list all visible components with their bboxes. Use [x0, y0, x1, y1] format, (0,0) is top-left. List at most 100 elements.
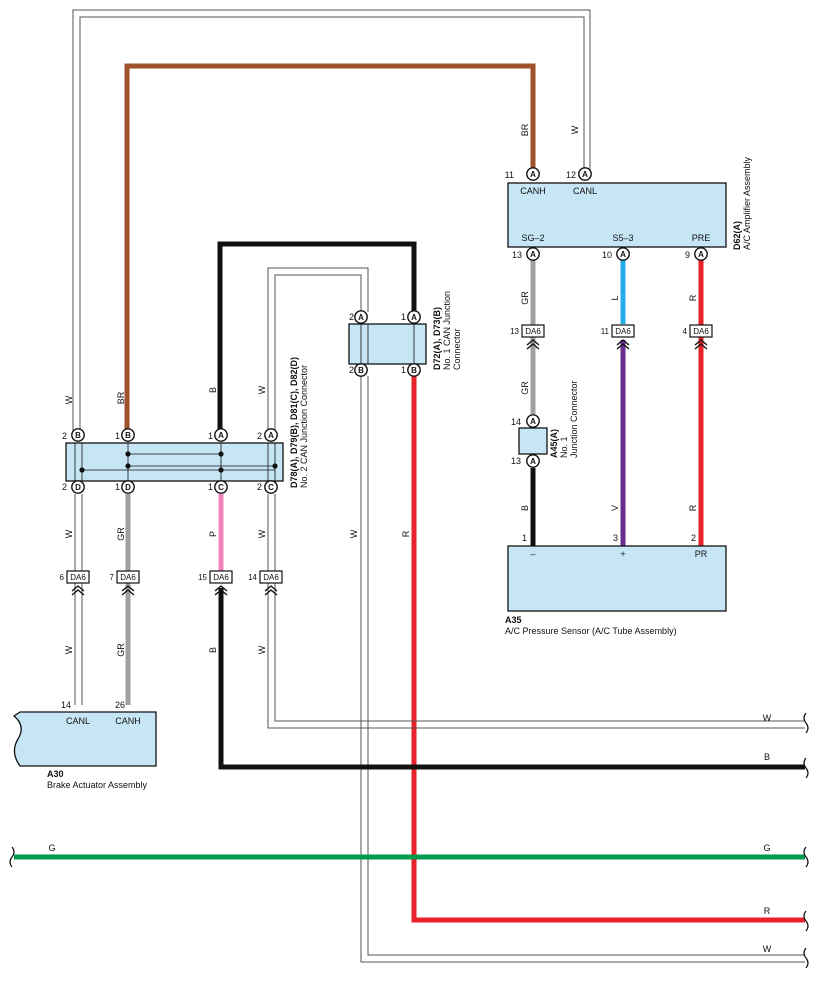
d62-sg2-label: SG–2: [521, 233, 544, 243]
wire-label-r-upper: R: [688, 294, 698, 301]
wire-label-p: P: [208, 531, 218, 537]
d62-pin-10-letter: A: [620, 250, 626, 259]
d78-pin-2d: D: [71, 480, 85, 494]
wire-label-w-mid: W: [257, 385, 267, 394]
d62-pin-11: A: [526, 167, 540, 181]
a35-name: A/C Pressure Sensor (A/C Tube Assembly): [505, 626, 677, 636]
d62-s53-label: S5–3: [612, 233, 633, 243]
d78-pin-1d-letter: D: [125, 483, 131, 492]
d72-pin-1a-letter: A: [411, 313, 417, 322]
d78-top-number-1-b: 1: [115, 431, 120, 441]
d62-box: [507, 182, 727, 248]
da6-11-label: DA6: [615, 327, 631, 336]
d78-pin-2b-letter: B: [75, 431, 81, 440]
wire-w-left: [74, 494, 83, 705]
wire-br: [124, 63, 536, 432]
a35-pin-number-3: 3: [613, 533, 618, 543]
da6-6-chevron-icon: [71, 585, 85, 592]
wire-label-w-mid-low: W: [257, 645, 267, 654]
wire-r-bottom: [411, 376, 805, 923]
wire-label-b-low: B: [208, 647, 218, 653]
wire-label-b-mid: B: [208, 387, 218, 393]
wire-label-l: L: [610, 295, 620, 300]
d72-id: D72(A), D73(B): [432, 307, 442, 370]
d72-pin-2a-letter: A: [358, 313, 364, 322]
d62-pin-number-9: 9: [685, 250, 690, 260]
a30-name: Brake Actuator Assembly: [47, 780, 148, 790]
a45-pin-13-letter: A: [530, 457, 536, 466]
a30-canl-label: CANL: [66, 716, 90, 726]
wire-label-w-end-upper: W: [763, 713, 772, 723]
d62-pin-9: A: [694, 247, 708, 261]
d78-pin-1c-letter: C: [218, 483, 224, 492]
da6-11-number: 11: [601, 327, 610, 336]
wire-w-outer: [72, 9, 591, 432]
a35-pin-number-1: 1: [522, 533, 527, 543]
a35-id: A35: [505, 615, 522, 625]
d62-pin-9-letter: A: [698, 250, 704, 259]
d62-pin-10: A: [616, 247, 630, 261]
da6-14-number: 14: [248, 573, 257, 582]
a30-canh-label: CANH: [115, 716, 141, 726]
d72-pin-1a: A: [407, 310, 421, 324]
wire-label-w-center: W: [349, 529, 359, 538]
da6-6-number: 6: [60, 573, 65, 582]
da6-4-chevron-icon: [694, 339, 708, 346]
d78-pin-1d: D: [121, 480, 135, 494]
d62-pin-12-letter: A: [582, 170, 588, 179]
d78-name: No. 2 CAN Junction Connector: [299, 365, 309, 488]
wire-label-w-left-mid: W: [64, 529, 74, 538]
d78-pin-2c: C: [264, 480, 278, 494]
d62-pin-12: A: [578, 167, 592, 181]
a35-box: [507, 545, 727, 612]
wire-label-gr-left-low: GR: [116, 643, 126, 657]
d72-pin-2b-letter: B: [358, 366, 364, 375]
d78-pin-2d-letter: D: [75, 483, 81, 492]
wire-label-gr-lower: GR: [520, 381, 530, 395]
wire-b-bottom: [218, 588, 805, 770]
wire-label-r-end: R: [764, 906, 771, 916]
wire-label-br-right: BR: [520, 123, 530, 136]
d78-pin-2b: B: [71, 428, 85, 442]
wire-label-w-right: W: [570, 125, 580, 134]
wire-label-b-end: B: [764, 752, 770, 762]
d72-bottom-number-2: 2: [349, 365, 354, 375]
wire-label-w-left-low: W: [64, 645, 74, 654]
wire-label-b-a45: B: [520, 505, 530, 511]
da6-13-label: DA6: [525, 327, 541, 336]
d62-name: A/C Amplifier Assembly: [742, 156, 752, 250]
da6-11-chevron-icon: [616, 339, 630, 346]
da6-11: DA6 11: [601, 324, 635, 350]
d78-pin-1b: B: [121, 428, 135, 442]
a30-pin-number-26: 26: [115, 700, 125, 710]
d72-pin-2a: A: [354, 310, 368, 324]
d72-top-number-2: 2: [349, 312, 354, 322]
a35-pin-number-2: 2: [691, 533, 696, 543]
d78-bottom-number-2-left: 2: [62, 482, 67, 492]
d62-pre-label: PRE: [692, 233, 711, 243]
a45-number-14: 14: [511, 417, 521, 427]
a30-box: [12, 711, 157, 767]
da6-15-number: 15: [198, 573, 207, 582]
da6-13-chevron-icon: [526, 339, 540, 346]
da6-15-chevron-icon: [214, 585, 228, 592]
d62-canh-label: CANH: [520, 186, 546, 196]
wire-label-gr-left-mid: GR: [116, 527, 126, 541]
da6-14-chevron-icon: [264, 585, 278, 592]
d78-pin-1a-letter: A: [218, 431, 224, 440]
d62-pin-number-12: 12: [566, 170, 576, 180]
wire-label-g-start: G: [48, 843, 55, 853]
d78-pin-1a: A: [214, 428, 228, 442]
d62-id: D62(A): [732, 221, 742, 250]
wire-b-top: [217, 241, 417, 432]
d78-bottom-number-2-c: 2: [257, 482, 262, 492]
wire-label-w-end-lower: W: [763, 944, 772, 954]
da6-4-number: 4: [683, 327, 688, 336]
da6-7-chevron-icon: [121, 585, 135, 592]
d78-pin-2a-letter: A: [268, 431, 274, 440]
